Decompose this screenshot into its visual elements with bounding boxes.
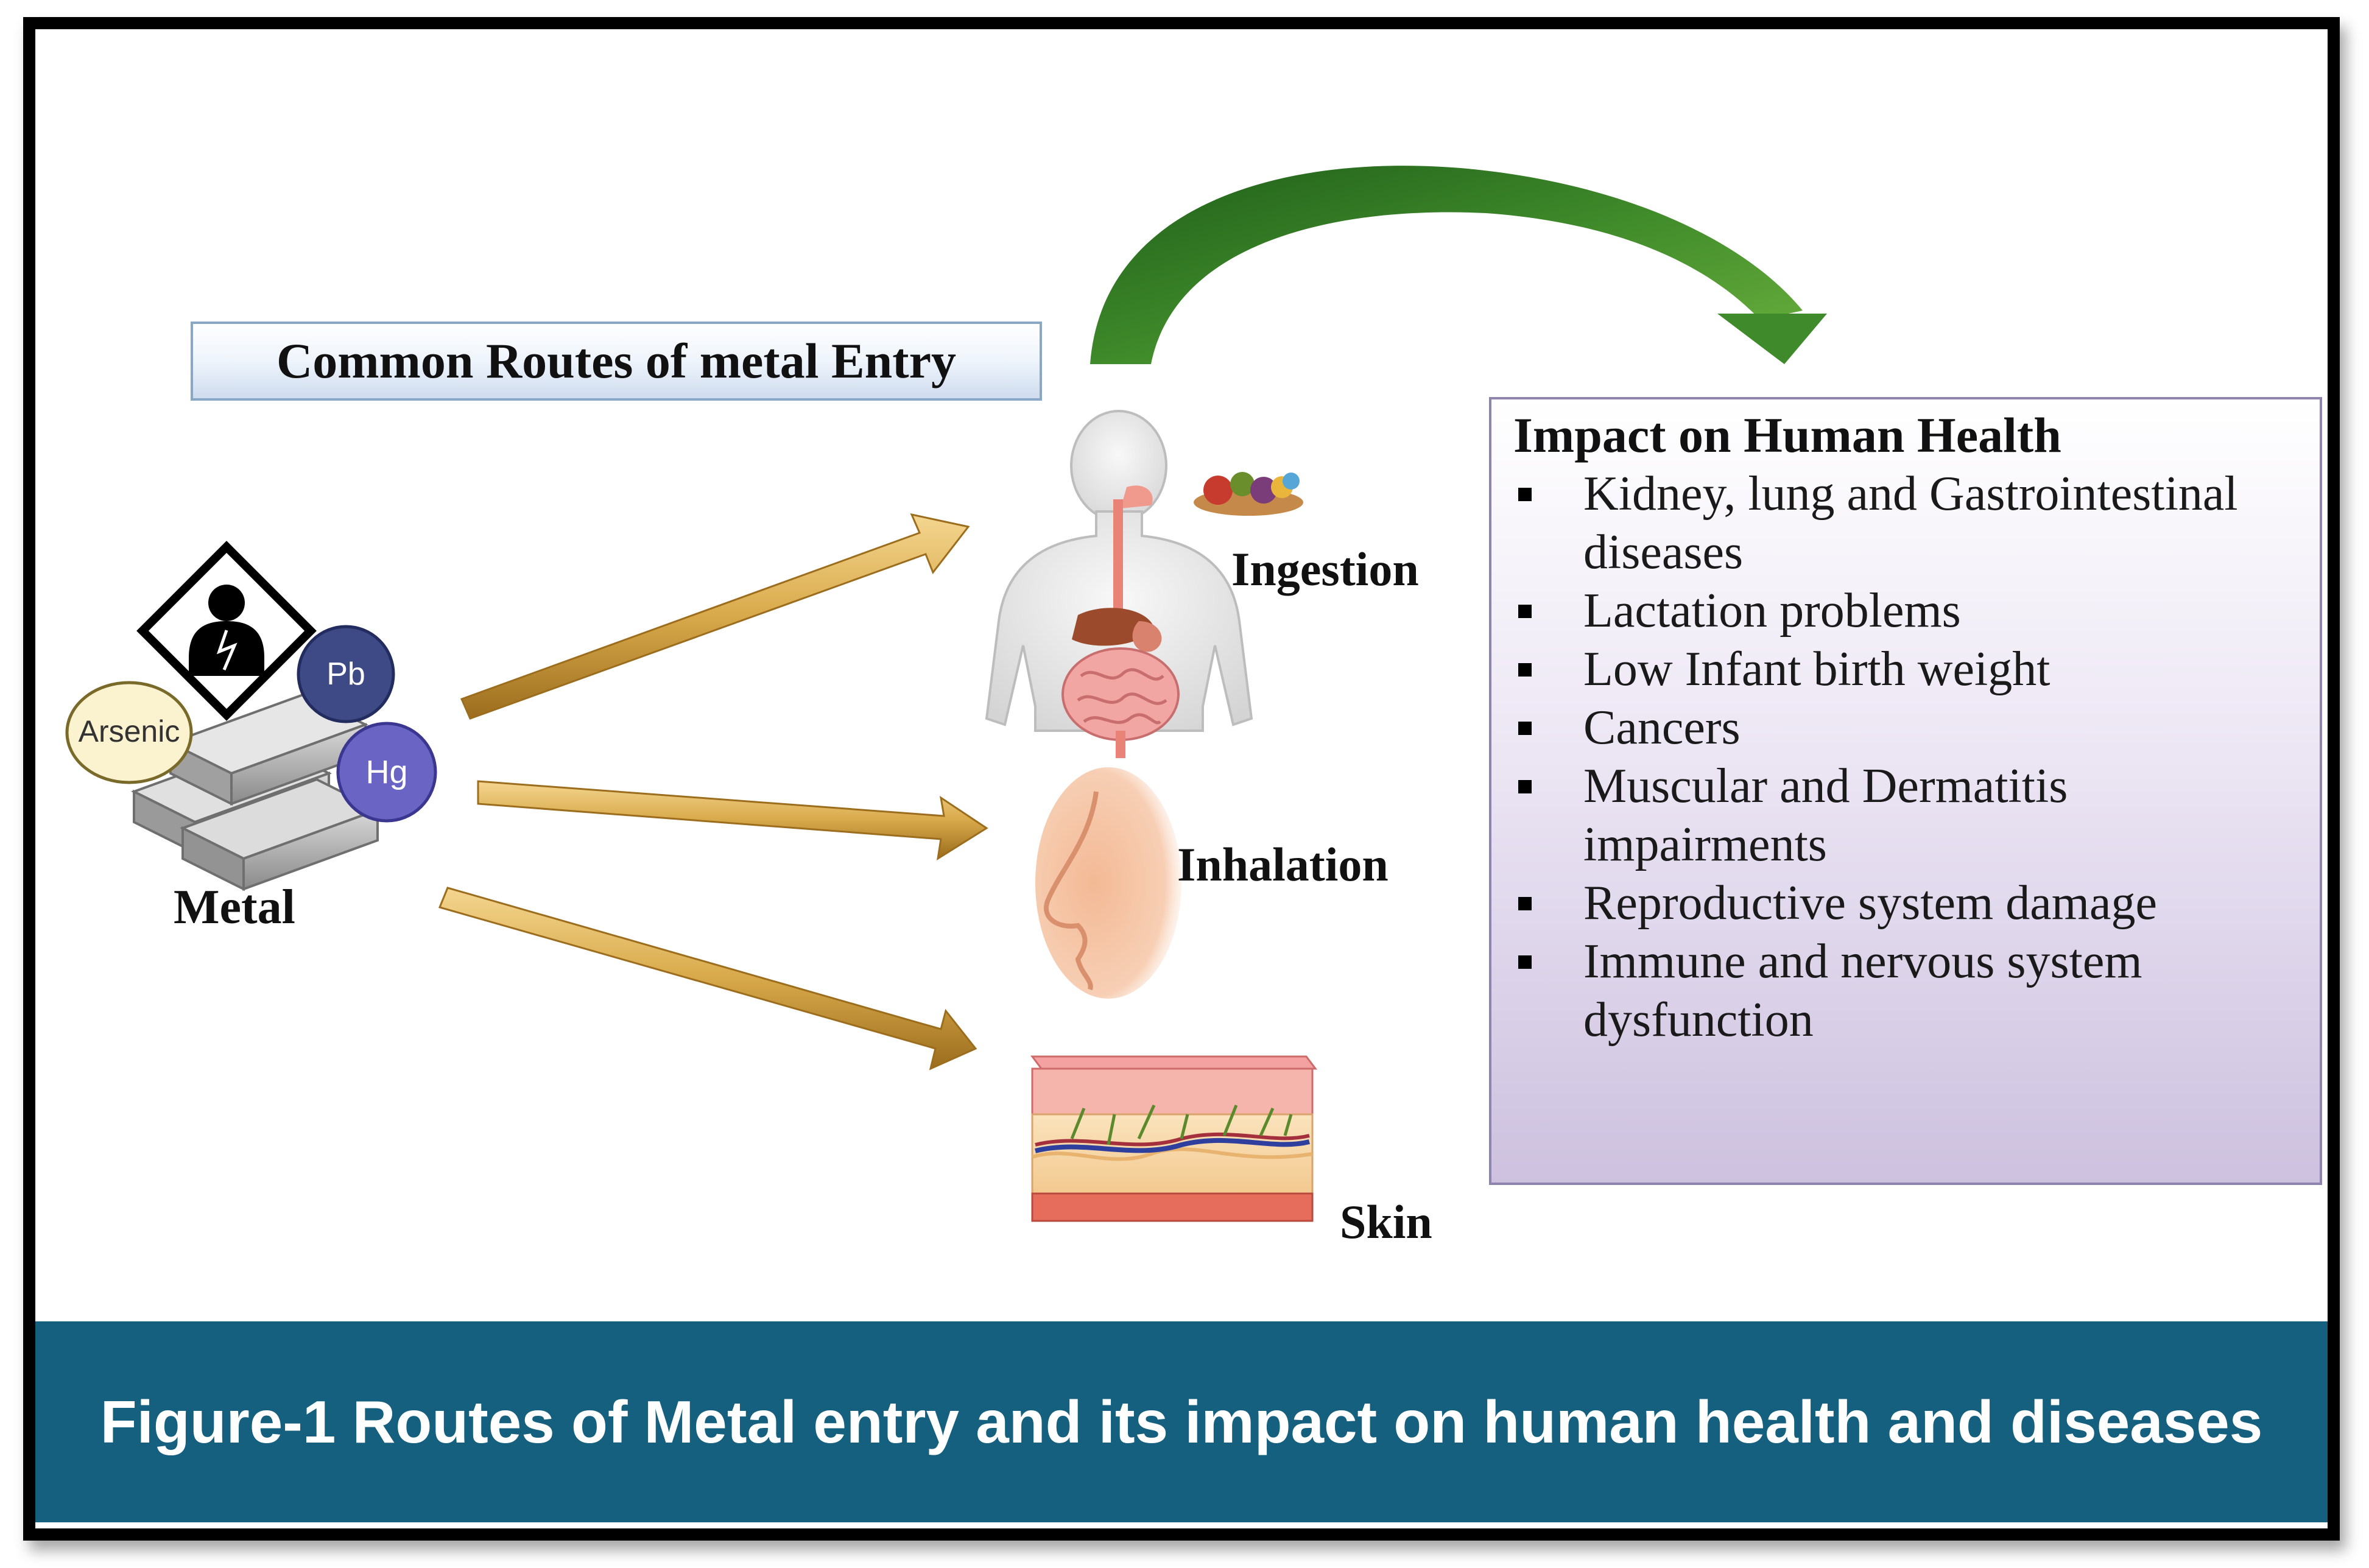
impact-item: Immune and nervous system dysfunction <box>1518 932 2302 1049</box>
impact-item: Low Infant birth weight <box>1518 640 2302 698</box>
impact-box <box>1489 397 2322 1185</box>
digestive-system-icon <box>985 410 1253 758</box>
impact-item: Cancers <box>1518 698 2302 757</box>
nose-icon <box>1035 767 1181 999</box>
skin-layers-icon <box>1030 1055 1317 1222</box>
inhalation-label: Inhalation <box>1177 838 1389 891</box>
impact-list: Kidney, lung and Gastrointestinal diseas… <box>1518 465 2302 1049</box>
impact-item: Muscular and Dermatitis impairments <box>1518 757 2302 874</box>
bullet-icon <box>1518 605 1532 618</box>
bullet-icon <box>1518 780 1532 793</box>
pb-label: Pb <box>326 656 365 692</box>
route-arrow-icon <box>438 513 988 1071</box>
bullet-icon <box>1518 955 1532 969</box>
skin-label: Skin <box>1340 1195 1432 1248</box>
figure-caption: Figure-1 Routes of Metal entry and its i… <box>100 1388 2263 1455</box>
hg-circle <box>336 722 437 823</box>
pb-circle <box>297 625 395 723</box>
metal-label: Metal <box>174 881 295 934</box>
bullet-icon <box>1518 722 1532 735</box>
impact-item: Lactation problems <box>1518 582 2302 640</box>
arsenic-circle <box>65 681 193 784</box>
food-icon <box>1194 472 1303 516</box>
routes-title: Common Routes of metal Entry <box>191 322 1042 401</box>
caption-bar <box>35 1321 2328 1522</box>
ingestion-label: Ingestion <box>1231 543 1419 596</box>
arsenic-label: Arsenic <box>79 714 180 748</box>
impact-item: Reproductive system damage <box>1518 874 2302 932</box>
hazard-diamond-icon <box>136 541 317 721</box>
bullet-icon <box>1518 488 1532 501</box>
bullet-icon <box>1518 897 1532 910</box>
bullet-icon <box>1518 663 1532 677</box>
metal-ingots-icon <box>130 692 381 891</box>
impact-item: Kidney, lung and Gastrointestinal diseas… <box>1518 465 2302 582</box>
hg-label: Hg <box>365 754 407 790</box>
impact-title: Impact on Human Health <box>1513 407 2061 463</box>
curved-arrow-icon <box>1090 166 1827 364</box>
